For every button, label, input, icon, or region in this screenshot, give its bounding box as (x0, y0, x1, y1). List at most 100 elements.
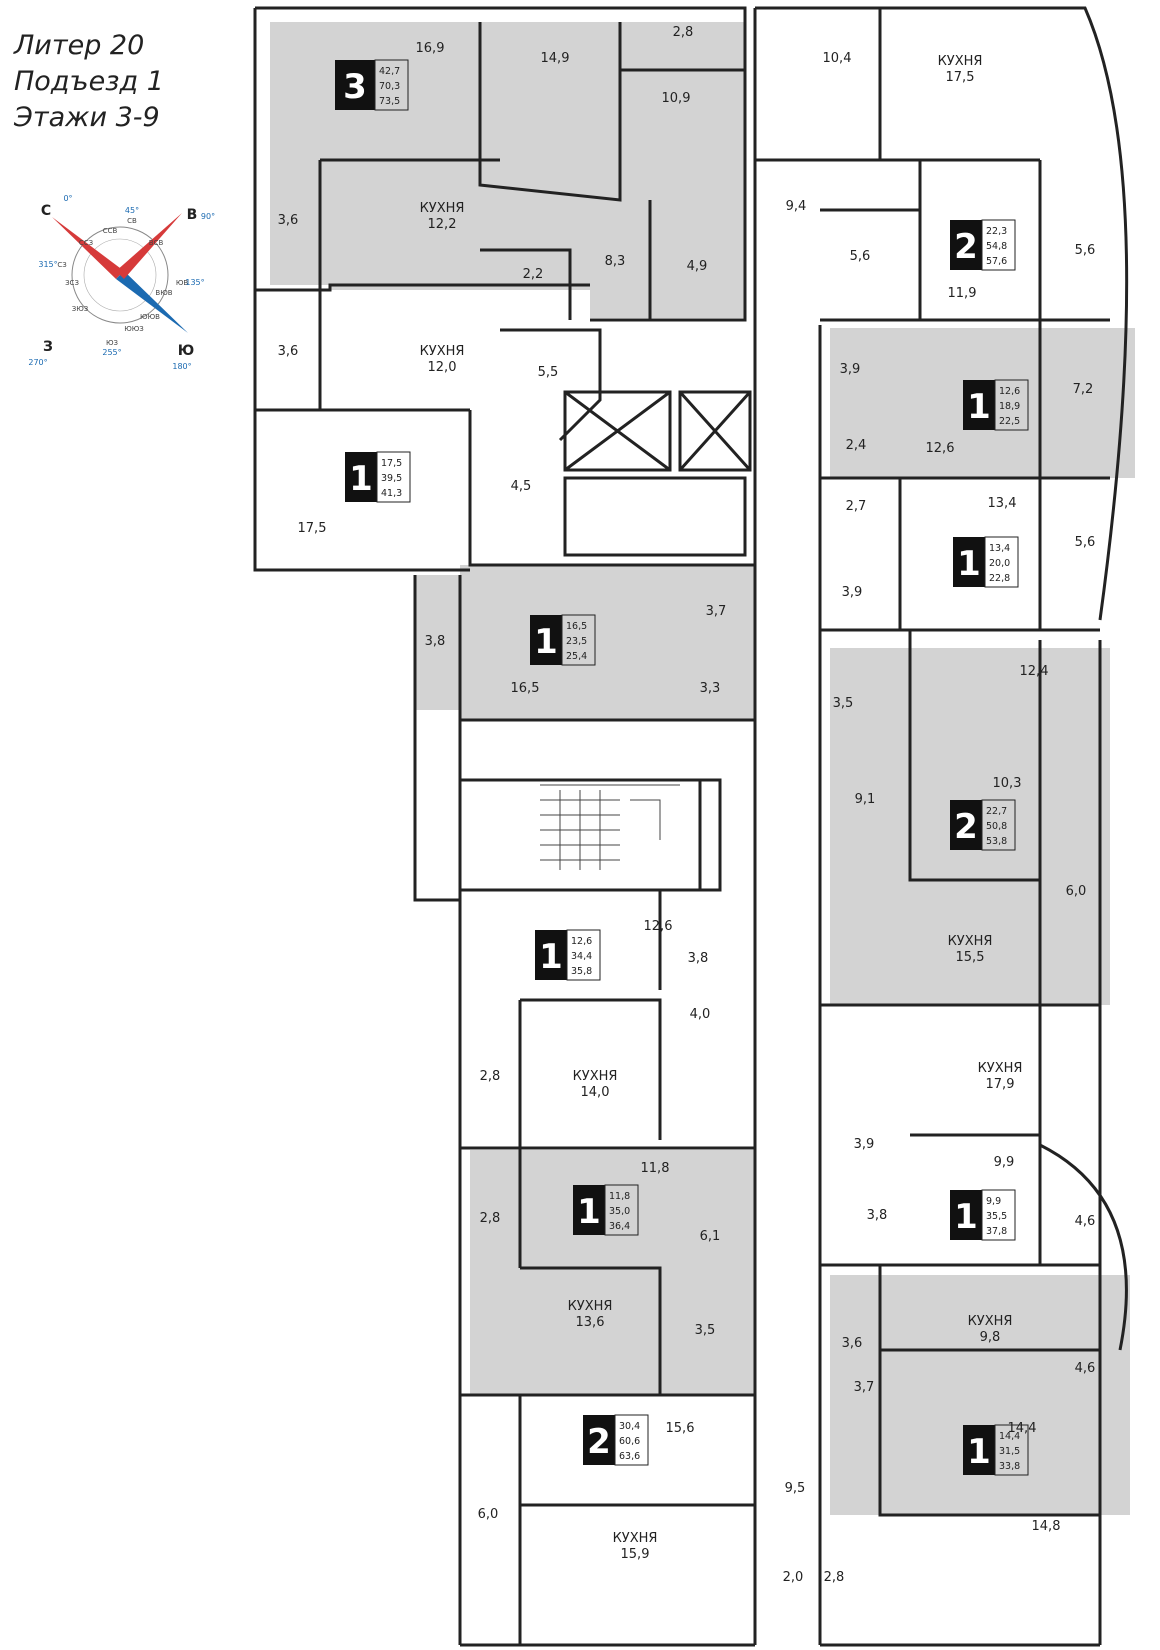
kitchen-area: 17,9 (986, 1077, 1015, 1092)
badge-rooms: 1 (349, 459, 373, 499)
compass-south-needle (116, 271, 188, 333)
kitchen-area: 15,5 (956, 950, 985, 965)
badge-living: 12,6 (999, 386, 1020, 397)
room-area: 3,6 (278, 344, 299, 359)
badge-total: 70,3 (379, 81, 400, 92)
compass-deg-sw: 255° (102, 348, 121, 357)
badge-living: 13,4 (989, 543, 1010, 554)
badge-total-balcony: 22,8 (989, 573, 1010, 584)
entrance-label: Подъезд 1 (14, 66, 164, 97)
room-area: 9,9 (994, 1155, 1015, 1170)
svg-text:КУХНЯ: КУХНЯ (968, 1314, 1013, 1329)
badge-total-balcony: 37,8 (986, 1226, 1007, 1237)
room-area: 2,8 (480, 1211, 501, 1226)
compass-minor-6: ЗЮЗ (72, 305, 89, 313)
badge-living: 22,7 (986, 806, 1007, 817)
badge-living: 17,5 (381, 458, 402, 469)
badge-rooms: 2 (954, 807, 978, 847)
compass-minor-7: ЗСЗ (65, 279, 79, 287)
svg-text:КУХНЯ: КУХНЯ (613, 1531, 658, 1546)
room-area: 2,8 (673, 25, 694, 40)
badge-rooms: 2 (954, 227, 978, 267)
badge-apt-3: 1 16,5 23,5 25,4 (530, 614, 596, 666)
badge-rooms: 1 (534, 622, 558, 662)
svg-text:КУХНЯ: КУХНЯ (568, 1299, 613, 1314)
room-area: 3,5 (833, 696, 854, 711)
badge-total-balcony: 53,8 (986, 836, 1007, 847)
compass-deg-e: 90° (201, 212, 215, 221)
badge-rooms: 1 (577, 1192, 601, 1232)
svg-text:КУХНЯ: КУХНЯ (420, 344, 465, 359)
room-area: 10,9 (662, 91, 691, 106)
badge-apt-6: 2 30,4 60,6 63,6 (583, 1414, 649, 1466)
room-area: 4,9 (687, 259, 708, 274)
room-area: 11,9 (948, 286, 977, 301)
room-area: 2,2 (523, 267, 544, 282)
room-area: 17,5 (298, 521, 327, 536)
badge-total: 39,5 (381, 473, 402, 484)
room-area: 12,6 (644, 919, 673, 934)
room-area: 13,4 (988, 496, 1017, 511)
badge-living: 42,7 (379, 66, 400, 77)
apartment-area-11-8 (470, 1150, 755, 1395)
badge-total-balcony: 33,8 (999, 1461, 1020, 1472)
compass-rose: С 0° В 90° Ю 180° З 270° СВ 45° ЮВ 135° … (28, 194, 215, 371)
compass-letter-s: Ю (178, 343, 194, 359)
badge-apt-7: 2 22,3 54,8 57,6 (950, 219, 1016, 271)
badge-apt-11: 1 9,9 35,5 37,8 (950, 1189, 1016, 1241)
room-area: 5,6 (850, 249, 871, 264)
apartment-area-16-5 (415, 565, 755, 720)
badge-apt-5: 1 11,8 35,0 36,4 (573, 1184, 639, 1236)
room-area: 2,8 (480, 1069, 501, 1084)
room-area: 9,4 (786, 199, 807, 214)
badge-apt-10: 2 22,7 50,8 53,8 (950, 799, 1016, 851)
compass-letter-n: С (41, 203, 51, 219)
badge-total-balcony: 73,5 (379, 96, 400, 107)
compass-deg-ne: 45° (125, 206, 139, 215)
compass-minor-1: ССВ (103, 227, 118, 235)
badge-total-balcony: 35,8 (571, 966, 592, 977)
compass-se: ЮВ (176, 279, 189, 287)
apartment-area-14-4 (830, 1275, 1130, 1515)
badge-total-balcony: 41,3 (381, 488, 402, 499)
badge-total: 20,0 (989, 558, 1010, 569)
room-area: 3,7 (854, 1380, 875, 1395)
walls (253, 6, 1129, 1647)
badge-living: 11,8 (609, 1191, 630, 1202)
room-area: 15,6 (666, 1421, 695, 1436)
compass-north-needle (52, 217, 124, 279)
room-area: 10,4 (823, 51, 852, 66)
room-area: 5,6 (1075, 243, 1096, 258)
svg-text:КУХНЯ: КУХНЯ (420, 201, 465, 216)
kitchen-area: 13,6 (576, 1315, 605, 1330)
room-area: 2,0 (783, 1570, 804, 1585)
svg-text:КУХНЯ: КУХНЯ (573, 1069, 618, 1084)
compass-letter-w: З (43, 339, 53, 355)
badge-rooms: 3 (343, 67, 367, 107)
badge-apt-1: 3 42,7 70,3 73,5 (335, 59, 409, 111)
compass-deg-nw: 315° (38, 260, 57, 269)
compass-minor-8: ССЗ (79, 239, 94, 247)
kitchen-area: 12,0 (428, 360, 457, 375)
room-area: 10,3 (993, 776, 1022, 791)
badge-living: 12,6 (571, 936, 592, 947)
apartment-area-3room (270, 22, 745, 318)
room-area: 4,6 (1075, 1214, 1096, 1229)
room-area: 3,9 (854, 1137, 875, 1152)
room-area: 2,8 (824, 1570, 845, 1585)
compass-sw: ЮЗ (106, 339, 119, 347)
badge-rooms-box (335, 60, 375, 110)
room-area: 7,2 (1073, 382, 1094, 397)
room-area: 16,9 (416, 41, 445, 56)
badge-total-balcony: 63,6 (619, 1451, 640, 1462)
liter-label: Литер 20 (14, 30, 145, 61)
compass-deg-se: 135° (185, 278, 204, 287)
floors-label: Этажи 3-9 (14, 102, 160, 133)
